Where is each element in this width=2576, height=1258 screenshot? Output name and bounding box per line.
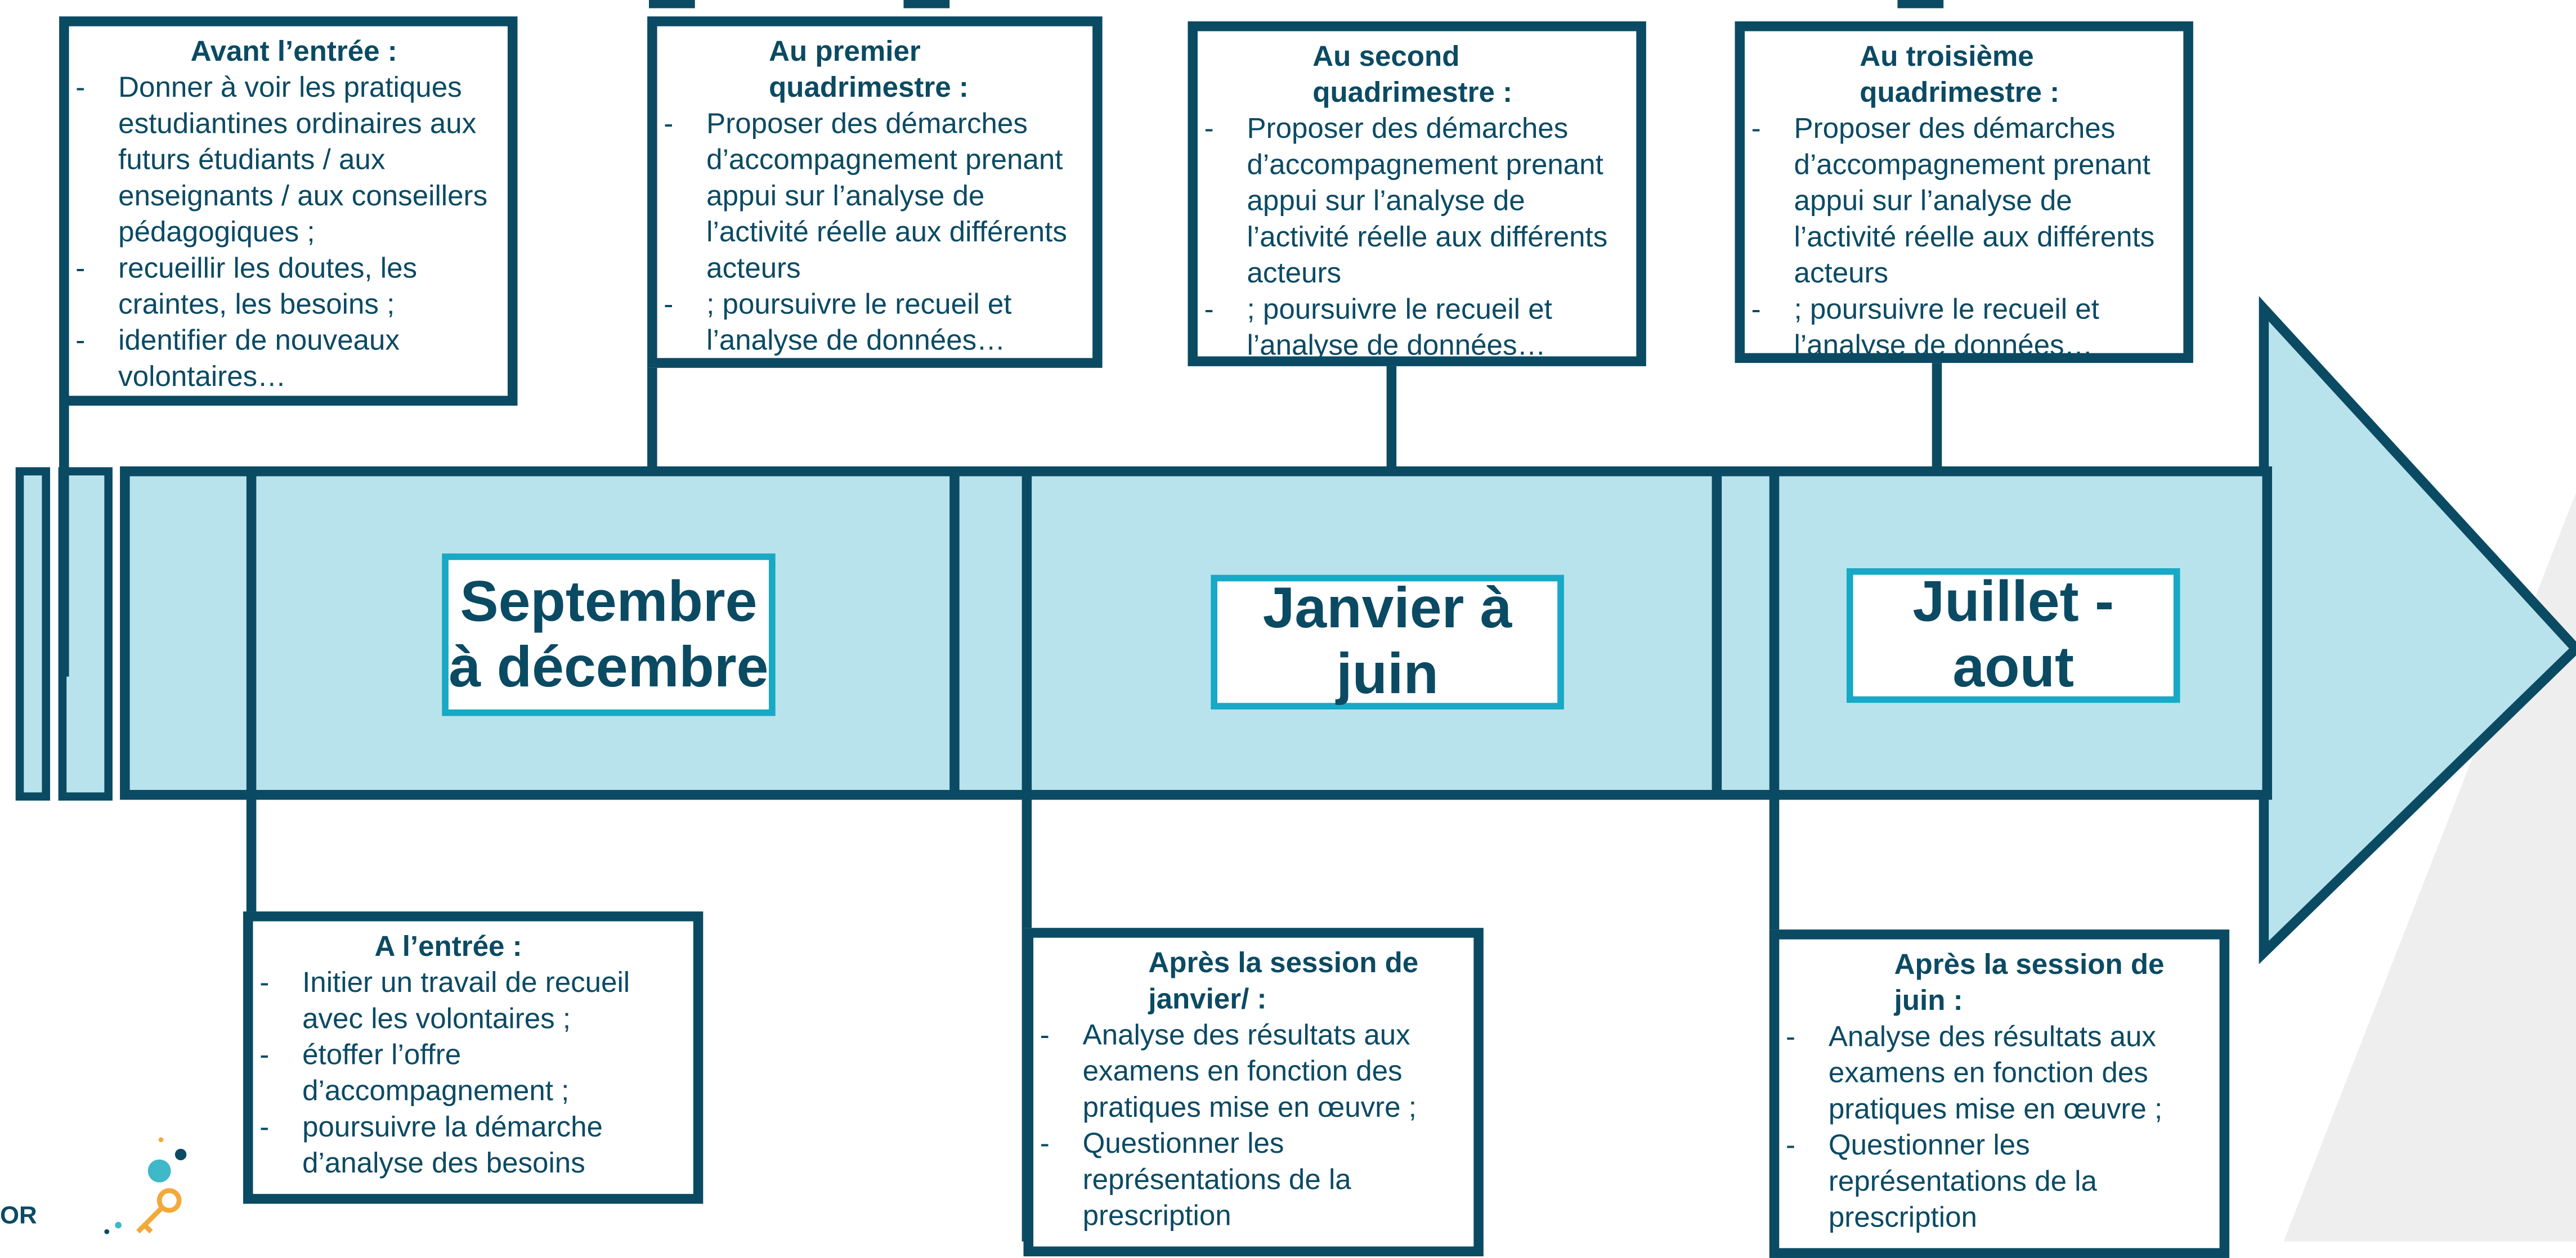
box-premier-quadrimestre: Au premier quadrimestre : Proposer des d… — [647, 16, 1103, 368]
list-item: poursuivre la démarche d’analyse des bes… — [259, 1108, 683, 1180]
box-a-l-entree: A l’entrée : Initier un travail de recue… — [243, 911, 704, 1204]
box-apres-session-janvier: Après la session de janvier/ : Analyse d… — [1023, 928, 1484, 1257]
list-item: Donner à voir les pratiques estudiantine… — [75, 69, 498, 250]
box-second-quadrimestre: Au second quadrimestre : Proposer des dé… — [1188, 21, 1646, 366]
list-item: Analyse des résultats aux examens en fon… — [1786, 1018, 2210, 1127]
logo: OR — [0, 1126, 197, 1241]
list-item: ; poursuivre le recueil et l’analyse de … — [664, 286, 1083, 358]
box-title: Après la session de janvier/ : — [1148, 946, 1419, 1015]
list-item: ; poursuivre le recueil et l’analyse de … — [1204, 291, 1626, 363]
cropped-title-fragments — [649, 0, 1944, 8]
period-label-jul-aug: Juillet -aout — [1846, 568, 2180, 703]
list-item: Initier un travail de recueil avec les v… — [259, 964, 683, 1036]
band-dividers — [246, 466, 1780, 795]
period-label-sept-dec: Septembre à décembre — [442, 553, 776, 716]
box-apres-session-juin: Après la session de juin : Analyse des r… — [1769, 929, 2230, 1258]
box-title: Au second quadrimestre : — [1312, 39, 1513, 109]
box-avant-entree: Avant l’entrée : Donner à voir les prati… — [59, 16, 518, 406]
timeline-start-bar — [15, 467, 51, 801]
period-label-jan-jun: Janvier à juin — [1211, 574, 1564, 710]
box-title: Après la session de juin : — [1894, 947, 2165, 1017]
list-item: Proposer des démarches d’accompagnement … — [664, 105, 1083, 286]
key-icon — [104, 1137, 187, 1234]
list-item: Questionner les représentations de la pr… — [1040, 1125, 1464, 1234]
list-item: Analyse des résultats aux examens en fon… — [1040, 1017, 1464, 1125]
box-title: Avant l’entrée : — [190, 34, 397, 68]
list-item: Questionner les représentations de la pr… — [1786, 1126, 2210, 1235]
list-item: ; poursuivre le recueil et l’analyse de … — [1751, 291, 2173, 363]
list-item: Proposer des démarches d’accompagnement … — [1751, 110, 2173, 291]
logo-text: OR — [0, 1202, 37, 1230]
list-item: Proposer des démarches d’accompagnement … — [1204, 110, 1626, 291]
box-title: Au premier quadrimestre : — [769, 34, 969, 104]
list-item: identifier de nouveaux volontaires… — [75, 322, 498, 394]
timeline-start-bar — [58, 467, 113, 801]
box-troisieme-quadrimestre: Au troisième quadrimestre : Proposer des… — [1735, 21, 2193, 363]
box-title: A l’entrée : — [374, 929, 522, 963]
box-title: Au troisième quadrimestre : — [1860, 39, 2060, 109]
list-item: étoffer l’offre d’accompagnement ; — [259, 1036, 683, 1108]
list-item: recueillir les doutes, les craintes, les… — [75, 250, 498, 322]
